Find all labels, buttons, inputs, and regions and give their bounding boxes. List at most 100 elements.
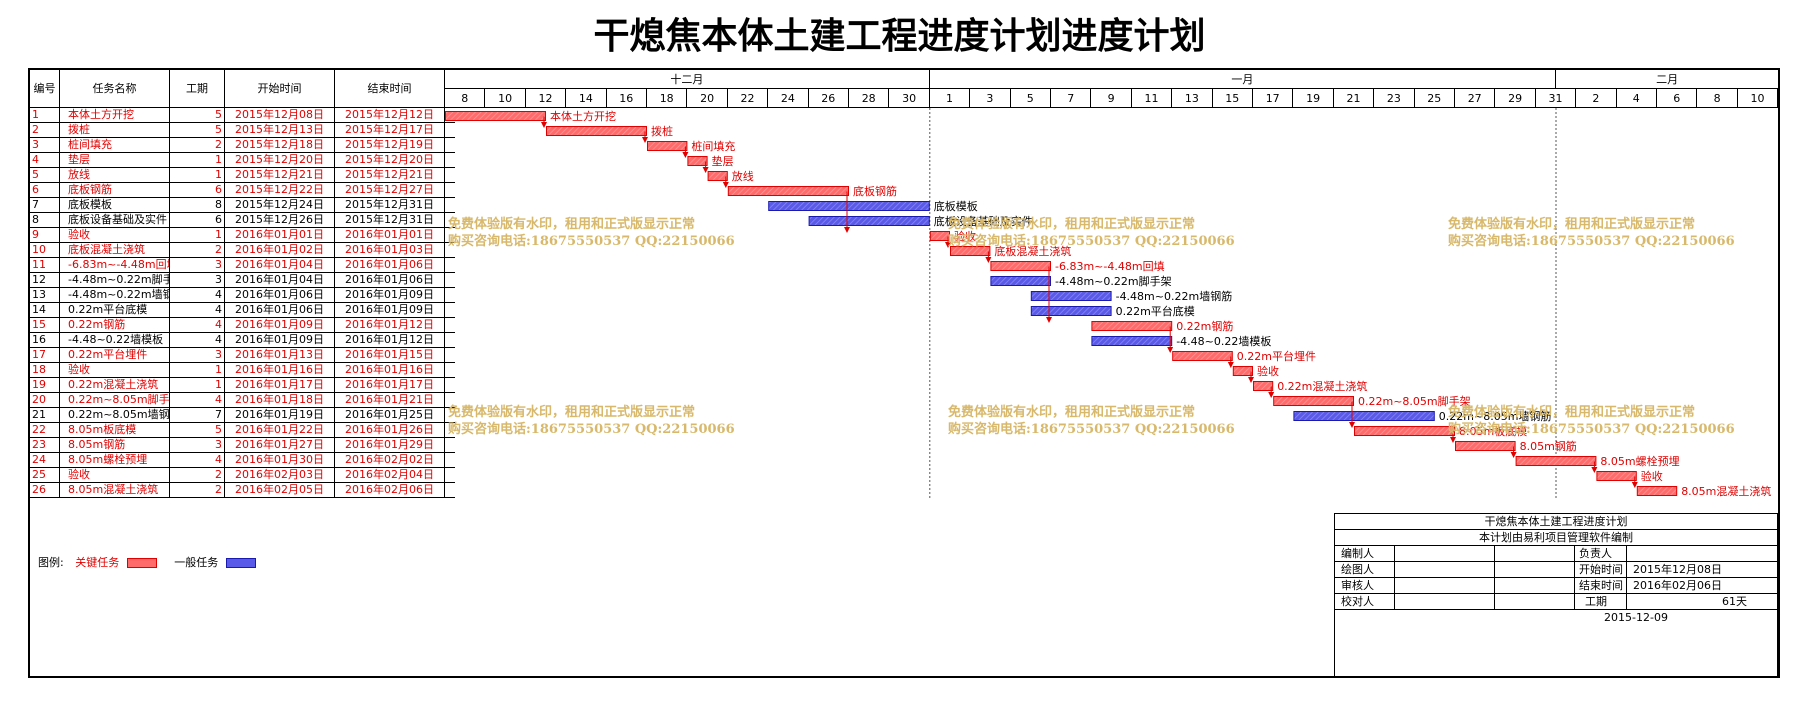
info-title: 干熄焦本体土建工程进度计划 bbox=[1335, 514, 1777, 530]
gantt-bar bbox=[647, 141, 688, 151]
tick-label: 5 bbox=[1010, 89, 1051, 108]
cell-end: 2016年01月09日 bbox=[335, 288, 445, 302]
table-row[interactable]: 13-4.48m~0.22m墙钢筋42016年01月06日2016年01月09日 bbox=[30, 288, 455, 303]
gantt-bar bbox=[768, 201, 930, 211]
cell-duration: 2 bbox=[170, 243, 225, 257]
tick-label: 31 bbox=[1535, 89, 1577, 108]
cell-id: 18 bbox=[30, 363, 60, 377]
gantt-bar bbox=[1232, 366, 1253, 376]
legend-critical-label: 关键任务 bbox=[75, 556, 120, 569]
cell-name: -4.48m~0.22m脚手架 bbox=[60, 273, 170, 287]
tick-label: 19 bbox=[1293, 89, 1334, 108]
gantt-bar bbox=[1091, 336, 1173, 346]
cell-duration: 2 bbox=[170, 138, 225, 152]
cell-end: 2016年01月21日 bbox=[335, 393, 445, 407]
bar-label: 底板钢筋 bbox=[853, 184, 897, 198]
tick-label: 12 bbox=[525, 89, 567, 108]
bar-label: 0.22m~8.05m脚手架 bbox=[1358, 394, 1471, 408]
tick-label: 24 bbox=[768, 89, 809, 108]
tick-label: 26 bbox=[808, 89, 849, 108]
tick-label: 20 bbox=[687, 89, 728, 108]
cell-id: 13 bbox=[30, 288, 60, 302]
cell-id: 20 bbox=[30, 393, 60, 407]
bar-label: 底板模板 bbox=[934, 199, 978, 213]
bar-label: -6.83m~-4.48m回填 bbox=[1055, 259, 1165, 273]
legend-normal-swatch bbox=[225, 558, 256, 568]
cell-name: 底板钢筋 bbox=[60, 183, 170, 197]
cell-duration: 8 bbox=[170, 198, 225, 212]
cell-id: 8 bbox=[30, 213, 60, 227]
gantt-bar bbox=[1273, 396, 1355, 406]
cell-duration: 1 bbox=[170, 378, 225, 392]
cell-id: 2 bbox=[30, 123, 60, 137]
bar-label: 底板设备基础及实件 bbox=[934, 214, 1033, 228]
cell-id: 7 bbox=[30, 198, 60, 212]
cell-duration: 3 bbox=[170, 258, 225, 272]
cell-duration: 1 bbox=[170, 363, 225, 377]
cell-name: 0.22m~8.05m墙钢筋 bbox=[60, 408, 170, 422]
cell-end: 2015年12月17日 bbox=[335, 123, 445, 137]
cell-end: 2016年01月26日 bbox=[335, 423, 445, 437]
bar-label: 8.05m螺栓预埋 bbox=[1600, 454, 1679, 468]
cell-name: 底板混凝土浇筑 bbox=[60, 243, 170, 257]
bar-label: 验收 bbox=[1257, 364, 1279, 378]
cell-end: 2016年01月29日 bbox=[335, 438, 445, 452]
tick-label: 23 bbox=[1374, 89, 1415, 108]
bar-label: 8.05m钢筋 bbox=[1520, 439, 1577, 453]
cell-duration: 6 bbox=[170, 183, 225, 197]
cell-name: 桩间填充 bbox=[60, 138, 170, 152]
cell-start: 2016年01月22日 bbox=[225, 423, 335, 437]
info-checker-label: 校对人 bbox=[1335, 594, 1395, 610]
cell-id: 21 bbox=[30, 408, 60, 422]
cell-end: 2016年02月04日 bbox=[335, 468, 445, 482]
tick-label: 21 bbox=[1333, 89, 1375, 108]
cell-start: 2016年01月02日 bbox=[225, 243, 335, 257]
cell-name: 0.22m混凝土浇筑 bbox=[60, 378, 170, 392]
cell-id: 14 bbox=[30, 303, 60, 317]
legend-critical-swatch bbox=[126, 558, 157, 568]
cell-end: 2015年12月21日 bbox=[335, 168, 445, 182]
info-blank-4 bbox=[1495, 594, 1575, 610]
gantt-bar bbox=[707, 171, 728, 181]
cell-end: 2015年12月27日 bbox=[335, 183, 445, 197]
cell-start: 2016年01月09日 bbox=[225, 318, 335, 332]
tick-label: 30 bbox=[889, 89, 930, 108]
bar-label: 桩间填充 bbox=[691, 139, 735, 153]
cell-name: 底板模板 bbox=[60, 198, 170, 212]
header-id: 编号 bbox=[30, 70, 60, 108]
table-row[interactable]: 12-4.48m~0.22m脚手架32016年01月04日2016年01月06日 bbox=[30, 273, 455, 288]
tick-label: 25 bbox=[1414, 89, 1455, 108]
tick-label: 27 bbox=[1455, 89, 1496, 108]
tick-label: 13 bbox=[1172, 89, 1213, 108]
month-label: 二月 bbox=[1556, 70, 1779, 89]
bar-label: 0.22m平台埋件 bbox=[1237, 349, 1316, 363]
tick-label: 17 bbox=[1253, 89, 1294, 108]
tick-label: 18 bbox=[647, 89, 688, 108]
cell-name: 0.22m钢筋 bbox=[60, 318, 170, 332]
